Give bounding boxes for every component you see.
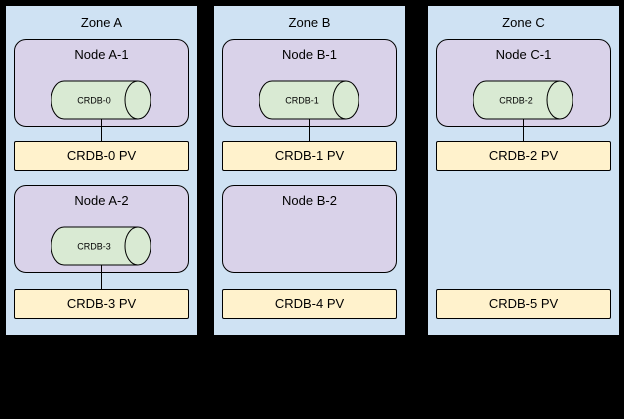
node-b2: Node B-2 (222, 185, 397, 273)
pv-crdb-1: CRDB-1 PV (222, 141, 397, 171)
cylinder-crdb-1-label: CRDB-1 (285, 96, 319, 106)
cylinder-edge (546, 80, 561, 120)
connector-a2-pv (101, 265, 102, 289)
database-cylinder-icon: CRDB-3 (51, 226, 151, 266)
cylinder-edge (124, 226, 139, 266)
zone-b: Zone B Node B-1 CRDB-1 CRDB-1 PV Node B-… (213, 5, 406, 336)
node-a2: Node A-2 CRDB-3 (14, 185, 189, 273)
zone-a: Zone A Node A-1 CRDB-0 CRDB-0 PV Node A-… (5, 5, 198, 336)
node-c1: Node C-1 CRDB-2 (436, 39, 611, 127)
pv-crdb-3: CRDB-3 PV (14, 289, 189, 319)
cylinder-edge (332, 80, 347, 120)
database-cylinder-icon: CRDB-2 (473, 80, 573, 120)
pv-crdb-4: CRDB-4 PV (222, 289, 397, 319)
node-b1-label: Node B-1 (282, 47, 337, 62)
database-cylinder-icon: CRDB-0 (51, 80, 151, 120)
pv-crdb-5: CRDB-5 PV (436, 289, 611, 319)
pv-crdb-0: CRDB-0 PV (14, 141, 189, 171)
zone-c: Zone C Node C-1 CRDB-2 CRDB-2 PV CRDB-5 … (427, 5, 620, 336)
connector-a1-pv (101, 119, 102, 141)
node-b1: Node B-1 CRDB-1 (222, 39, 397, 127)
node-a1: Node A-1 CRDB-0 (14, 39, 189, 127)
cylinder-edge (124, 80, 139, 120)
zone-b-label: Zone B (288, 15, 331, 30)
cylinder-crdb-2-label: CRDB-2 (499, 96, 533, 106)
zone-a-label: Zone A (80, 15, 123, 30)
database-cylinder-icon: CRDB-1 (259, 80, 359, 120)
node-a1-label: Node A-1 (74, 47, 129, 62)
node-c1-label: Node C-1 (495, 47, 552, 62)
node-b2-label: Node B-2 (282, 193, 337, 208)
cylinder-crdb-0-label: CRDB-0 (77, 96, 111, 106)
cylinder-crdb-3-label: CRDB-3 (77, 242, 111, 252)
node-a2-label: Node A-2 (74, 193, 129, 208)
zone-c-label: Zone C (502, 15, 545, 30)
connector-c1-pv (523, 119, 524, 141)
pv-crdb-2: CRDB-2 PV (436, 141, 611, 171)
connector-b1-pv (309, 119, 310, 141)
